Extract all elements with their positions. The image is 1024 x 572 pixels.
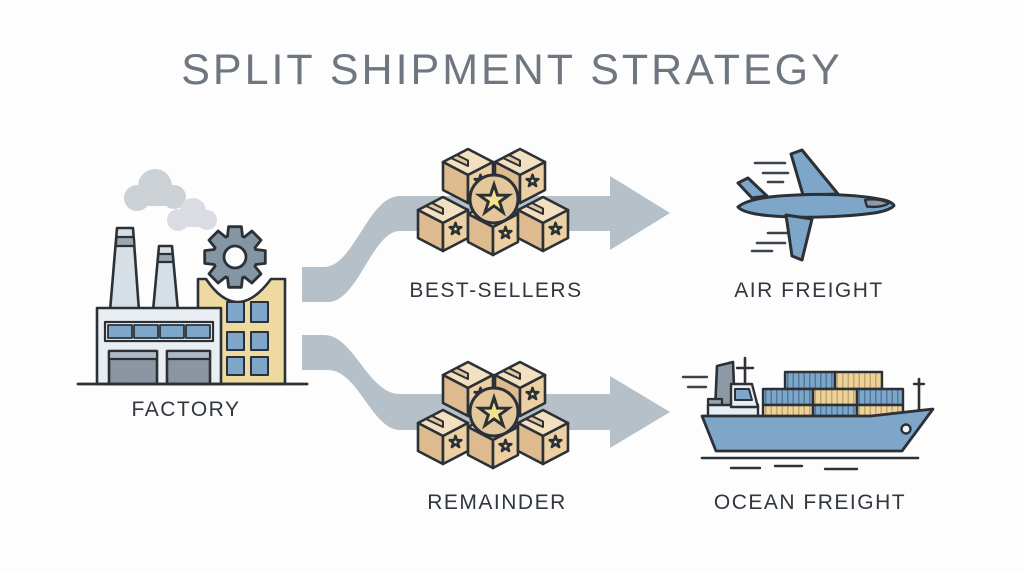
tail-wing: [736, 176, 769, 200]
porthole: [900, 423, 912, 435]
airplane-icon: [736, 148, 896, 262]
cockpit-window: [863, 198, 891, 209]
remainder-boxes-icon: [410, 362, 580, 507]
upper-wing: [789, 148, 840, 197]
lower-wing: [784, 213, 814, 262]
speed-lines: [681, 375, 709, 389]
smoke-cloud-large: [124, 169, 186, 211]
best-sellers-label: BEST-SELLERS: [409, 279, 583, 302]
chimneys: [108, 226, 180, 313]
hull: [700, 407, 935, 453]
water-lines: [700, 456, 920, 471]
diagram-title: SPLIT SHIPMENT STRATEGY: [181, 46, 843, 94]
remainder-label: REMAINDER: [427, 491, 567, 514]
factory-icon: [76, 169, 309, 386]
flow-arrow-remainder: [302, 335, 670, 448]
ocean-freight-label: OCEAN FREIGHT: [713, 491, 907, 514]
gear-icon: [203, 225, 267, 289]
flow-arrow-best-sellers: [302, 176, 670, 302]
cargo-ship-icon: [681, 356, 935, 471]
air-freight-label: AIR FREIGHT: [734, 279, 884, 302]
speed-lines: [750, 161, 790, 253]
office-building: [196, 277, 287, 386]
factory-label: FACTORY: [131, 398, 241, 421]
fuselage: [736, 192, 896, 219]
factory-building: [95, 306, 223, 386]
best-sellers-boxes-icon: [410, 149, 580, 294]
smoke-cloud-small: [167, 198, 217, 231]
